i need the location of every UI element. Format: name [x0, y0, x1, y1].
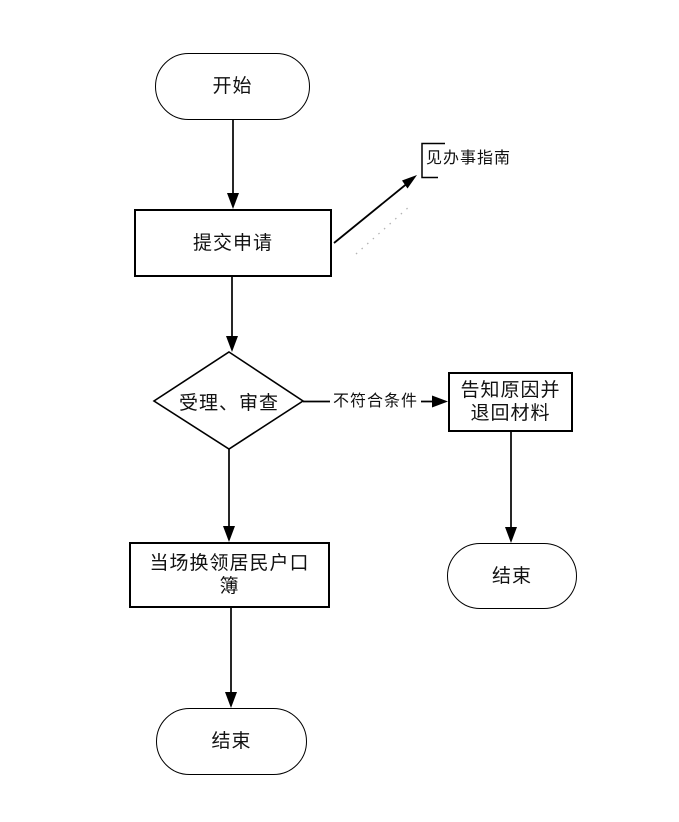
inform-node: 告知原因并 退回材料: [448, 372, 573, 432]
arrowhead-review-inform: [432, 395, 448, 408]
edge-submit-note: [333, 181, 410, 244]
arrowhead-submit-review: [226, 336, 238, 352]
note-bracket: [421, 142, 445, 179]
submit-node: 提交申请: [134, 209, 332, 277]
renew-label: 当场换领居民户口 簿: [149, 553, 310, 597]
start-node: 开始: [155, 53, 310, 120]
end-bottom-node: 结束: [156, 708, 307, 775]
reject-branch-label: 不符合条件: [330, 390, 422, 414]
note-label: 见办事指南: [426, 150, 512, 167]
end-bottom-label: 结束: [211, 731, 252, 752]
arrowhead-submit-note: [402, 175, 417, 189]
start-label: 开始: [212, 76, 253, 97]
end-right-label: 结束: [491, 565, 532, 587]
note-line-shadow: [355, 205, 411, 255]
renew-node: 当场换领居民户口 簿: [129, 542, 330, 608]
arrowhead-start-submit: [227, 193, 239, 209]
review-label: 受理、审查: [178, 392, 279, 414]
submit-label: 提交申请: [192, 232, 273, 254]
arrowhead-review-renew: [223, 526, 235, 542]
end-right-node: 结束: [447, 543, 577, 609]
arrowhead-renew-endbottom: [225, 692, 237, 708]
arrowhead-inform-endright: [505, 527, 517, 543]
inform-label: 告知原因并 退回材料: [460, 380, 561, 424]
